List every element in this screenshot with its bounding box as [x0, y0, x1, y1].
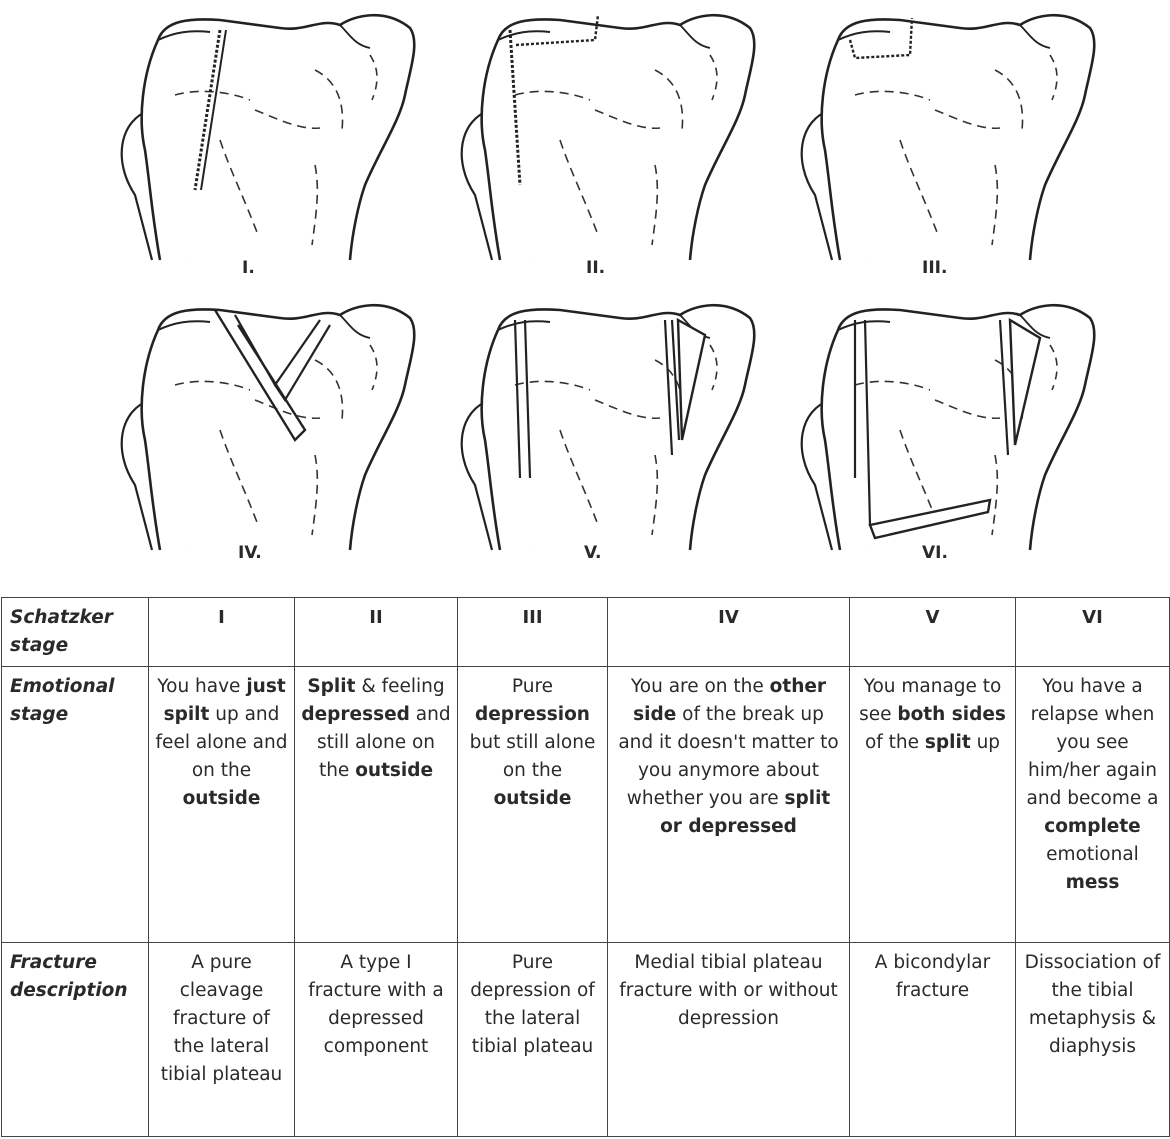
body-text: of the [864, 732, 925, 754]
stage-header-v: V [849, 596, 1016, 668]
emphasis-text: both sides [897, 704, 1006, 726]
tibial-plateau-diagrams: I. II. III. IV. V. VI. [120, 13, 1096, 563]
body-text: up and feel alone and on the [155, 704, 288, 782]
body-text: of the break up and it doesn't matter to… [618, 704, 839, 810]
fracture-cell-ii: A type I fracture with a depressed compo… [294, 942, 458, 1137]
panel-label-ii: II. [586, 258, 605, 278]
table-row-fracture: Fracture description A pure cleavage fra… [1, 942, 1170, 1137]
emphasis-text: complete [1044, 816, 1141, 838]
fracture-cell-i: A pure cleavage fracture of the lateral … [148, 942, 295, 1137]
row-header-emotional: Emotional stage [1, 666, 149, 944]
emphasis-text: Split [307, 676, 356, 698]
emotional-cell-i: You have just spilt up and feel alone an… [148, 666, 295, 944]
emphasis-text: outside [182, 788, 261, 810]
panel-label-v: V. [584, 543, 601, 563]
fracture-cell-iii: Pure depression of the lateral tibial pl… [457, 942, 608, 1137]
emotional-cell-iii: Pure depression but still alone on the o… [457, 666, 608, 944]
emphasis-text: split [924, 732, 971, 754]
table-row-schatzker: Schatzker stage I II III IV V VI [1, 596, 1170, 668]
panel-label-vi: VI. [922, 543, 948, 563]
emphasis-text: depressed [301, 704, 410, 726]
emphasis-text: outside [493, 788, 572, 810]
stage-header-i: I [148, 596, 295, 668]
fracture-cell-v: A bicondylar fracture [849, 942, 1016, 1137]
panel-label-iii: III. [922, 258, 947, 278]
emphasis-text: depression [475, 704, 590, 726]
stage-header-vi: VI [1015, 596, 1170, 668]
emotional-cell-iv: You are on the other side of the break u… [607, 666, 850, 944]
body-text: You manage to see [859, 676, 1002, 726]
fracture-cell-vi: Dissociation of the tibial metaphysis & … [1015, 942, 1170, 1137]
table-row-emotional: Emotional stage You have just spilt up a… [1, 666, 1170, 944]
body-text: & feeling [355, 676, 445, 698]
emphasis-text: mess [1065, 872, 1120, 894]
emotional-cell-vi: You have a relapse when you see him/her … [1015, 666, 1170, 944]
fracture-cell-iv: Medial tibial plateau fracture with or w… [607, 942, 850, 1137]
body-text: but still alone on the [469, 732, 596, 782]
body-text: You are on the [630, 676, 770, 698]
emphasis-text: just spilt [163, 676, 286, 726]
body-text: and still alone on the [316, 704, 451, 782]
body-text: Pure [511, 676, 554, 698]
row-header-fracture: Fracture description [1, 942, 149, 1137]
emphasis-text: outside [355, 760, 434, 782]
panel-label-iv: IV. [238, 543, 262, 563]
row-header-schatzker: Schatzker stage [1, 596, 149, 668]
body-text: emotional [1046, 844, 1139, 866]
panel-label-i: I. [242, 258, 255, 278]
body-text: up [970, 732, 1001, 754]
stage-header-ii: II [294, 596, 458, 668]
emotional-cell-v: You manage to see both sides of the spli… [849, 666, 1016, 944]
body-text: You have a relapse when you see him/her … [1026, 676, 1159, 810]
stage-header-iv: IV [607, 596, 850, 668]
emotional-cell-ii: Split & feeling depressed and still alon… [294, 666, 458, 944]
emphasis-text: split or depressed [660, 788, 831, 838]
emphasis-text: other side [633, 676, 827, 726]
body-text: You have [157, 676, 247, 698]
stage-header-iii: III [457, 596, 608, 668]
schatzker-emotional-table: Schatzker stage I II III IV V VI Emotion… [1, 596, 1170, 1137]
